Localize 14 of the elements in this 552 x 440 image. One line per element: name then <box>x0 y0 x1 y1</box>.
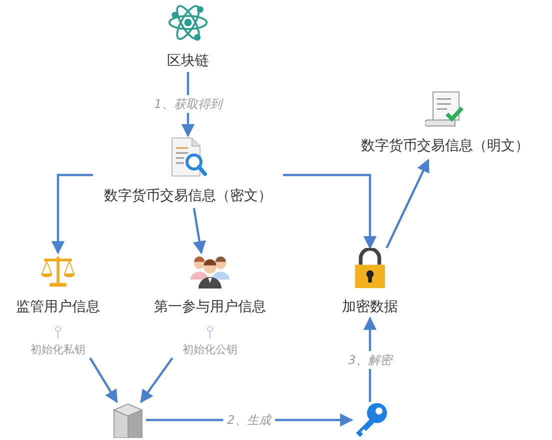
node-label: 数字货币交易信息（密文） <box>104 187 272 206</box>
arrow <box>283 174 377 250</box>
node-label: 监管用户信息 <box>16 298 100 316</box>
node-label: 加密数据 <box>342 298 398 317</box>
arrow <box>192 208 206 254</box>
note-label: 初始化私钥 <box>30 342 86 358</box>
arrow <box>89 357 118 404</box>
arrow <box>386 158 430 248</box>
node-label: 第一参与用户信息 <box>154 298 266 316</box>
arrow <box>51 174 93 254</box>
node-label: 区块链 <box>167 52 209 71</box>
node-label: 数字货币交易信息（明文） <box>361 137 529 156</box>
arrow <box>140 357 174 404</box>
note-label: 初始化公钥 <box>182 342 238 358</box>
